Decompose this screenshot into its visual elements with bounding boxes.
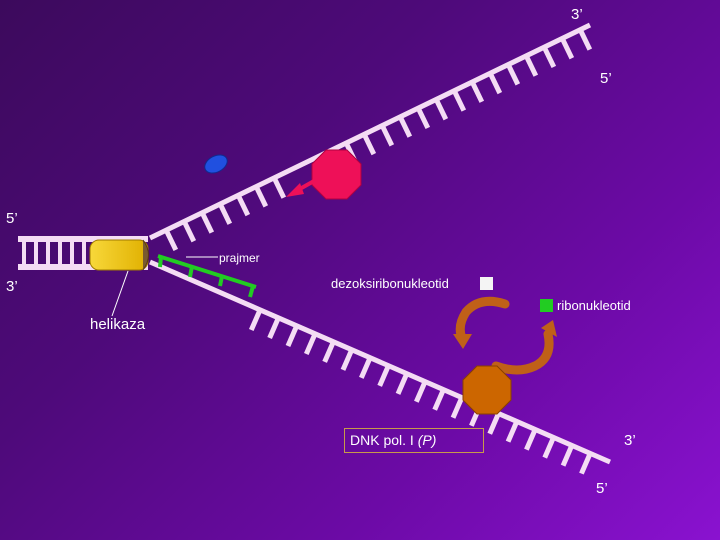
template-base	[469, 80, 485, 103]
label-dna-pol: DNK pol. I	[350, 432, 418, 448]
template-base	[271, 176, 287, 199]
curved-arrow-right-shaft	[491, 329, 554, 375]
template-base	[505, 420, 520, 443]
template-base	[451, 89, 467, 112]
leading-template-bases	[163, 28, 593, 252]
template-base	[361, 133, 377, 156]
label-ribonucleotide: ribonukleotid	[557, 298, 631, 313]
label-bottom-3-prime: 3’	[624, 432, 636, 449]
template-base	[285, 324, 300, 347]
template-base	[248, 308, 263, 332]
red-arrow	[286, 179, 315, 197]
template-base	[322, 340, 336, 363]
label-helicase: helikaza	[90, 316, 146, 333]
lagging-template-bases	[248, 308, 593, 475]
template-base	[267, 316, 281, 339]
template-base	[523, 54, 539, 77]
template-base	[433, 98, 449, 121]
label-primer: prajmer	[219, 251, 260, 265]
template-base	[559, 37, 575, 60]
primer-base	[248, 285, 255, 298]
polymerase-III-shape	[311, 149, 362, 200]
curved-arrows	[453, 296, 557, 375]
template-base	[487, 72, 503, 95]
template-base	[524, 428, 538, 451]
ribonucleotide-swatch	[540, 299, 553, 312]
primer-base	[188, 265, 194, 278]
template-base	[217, 202, 233, 225]
label-left-5-prime: 5’	[6, 210, 18, 227]
rna-primer	[157, 254, 257, 298]
deoxyribonucleotide-swatch	[480, 277, 493, 290]
template-base	[163, 229, 179, 252]
leading-template-backbone	[148, 22, 592, 241]
label-top-5-prime: 5’	[600, 70, 612, 87]
duplex-bottom-backbone	[18, 264, 148, 270]
template-base	[181, 220, 197, 243]
template-base	[377, 364, 391, 387]
template-base	[542, 436, 556, 459]
label-dna-pol-italic: (P)	[417, 432, 437, 448]
red-arrow-head	[286, 183, 304, 197]
template-base	[579, 452, 593, 475]
template-base	[395, 372, 410, 395]
template-base	[415, 107, 431, 130]
leading-strand-arm	[148, 22, 593, 252]
curved-arrow-left-head	[453, 334, 472, 349]
template-base	[235, 194, 251, 217]
label-bottom-5-prime: 5’	[596, 480, 608, 497]
template-base	[505, 63, 521, 86]
template-base	[560, 444, 575, 467]
blue-protein-shape	[204, 154, 228, 174]
curved-arrow-left-shaft	[455, 296, 510, 343]
label-top-3-prime: 3’	[571, 6, 583, 23]
lagging-strand-arm	[149, 259, 611, 475]
template-base	[577, 28, 593, 51]
helicase-wedge	[142, 239, 149, 271]
template-base	[199, 211, 215, 234]
primer-base	[218, 275, 224, 287]
dna-polymerase-label-box: DNK pol. I (P)	[344, 428, 484, 453]
template-base	[450, 396, 465, 419]
template-base	[359, 356, 373, 379]
primer-backbone	[157, 254, 257, 289]
template-base	[397, 115, 413, 138]
label-left-3-prime: 3’	[6, 278, 18, 295]
template-base	[414, 380, 428, 403]
template-base	[487, 412, 501, 435]
duplex-top-backbone	[18, 236, 148, 242]
helicase-body	[89, 239, 149, 271]
primer-base	[158, 256, 163, 268]
helicase-enzyme	[89, 239, 149, 271]
template-base	[432, 388, 446, 411]
helicase-leader-line	[111, 270, 129, 317]
template-base	[541, 46, 557, 69]
curved-arrow-right-head	[541, 320, 557, 337]
template-base	[340, 348, 355, 371]
polymerase-I-shape	[462, 365, 512, 415]
template-base	[253, 185, 269, 208]
template-base	[304, 332, 318, 355]
label-deoxyribonucleotide: dezoksiribonukleotid	[331, 276, 449, 291]
template-base	[379, 124, 395, 147]
